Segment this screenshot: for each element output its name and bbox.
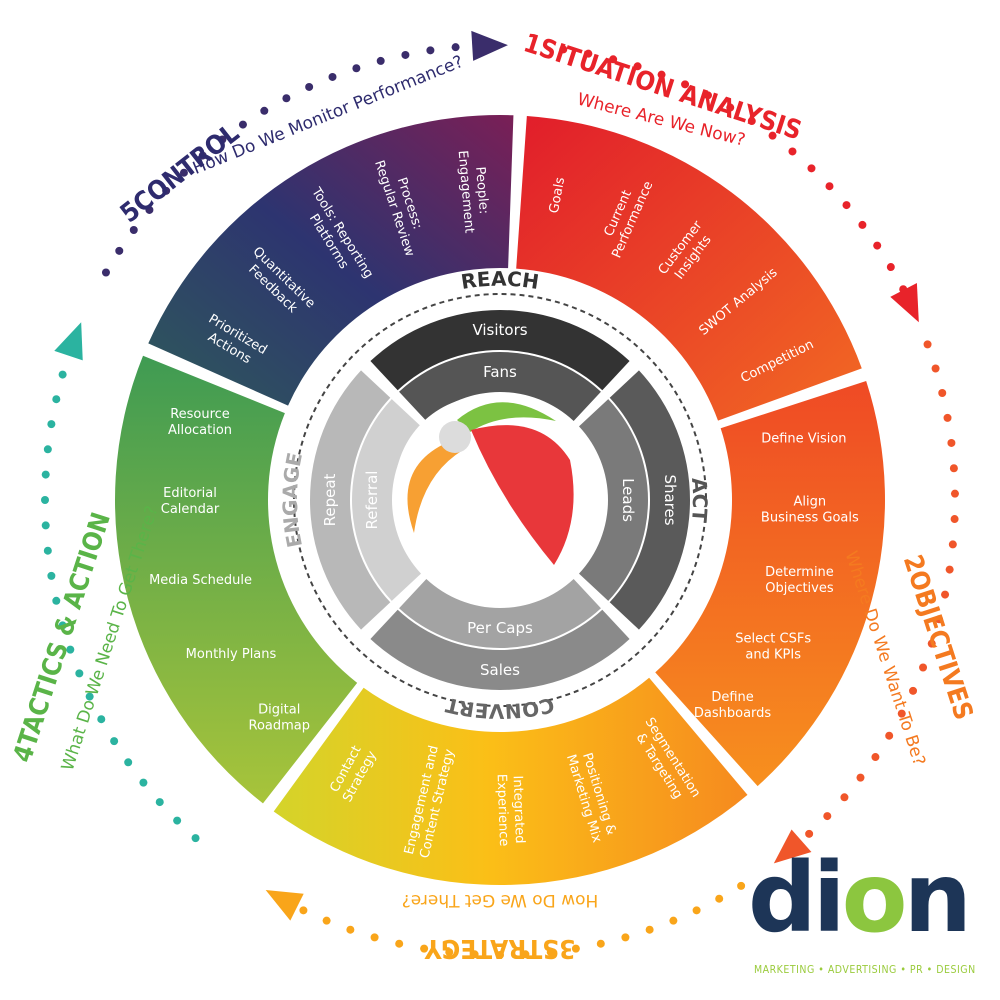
engage-inner-label: Referral — [363, 471, 381, 530]
tactics-item: Media Schedule — [149, 573, 252, 588]
beach-ball-icon — [395, 396, 579, 580]
act-inner-label: Leads — [619, 478, 637, 522]
phase-control-title: 5CONTROL — [115, 118, 245, 229]
cycle-arrow-icon — [773, 829, 812, 864]
reach-outer-label: Visitors — [472, 321, 527, 339]
funnel-act: Shares Leads — [578, 370, 691, 630]
cycle-dots — [101, 41, 485, 277]
engage-outer-label: Repeat — [321, 473, 339, 526]
segment-control: PrioritizedActionsQuantitativeFeedbackTo… — [148, 115, 514, 406]
act-outer-label: Shares — [661, 474, 679, 525]
phase-strategy-title: 3STRATEGY — [424, 933, 576, 963]
brand-name: dion — [748, 842, 972, 954]
objectives-item: Define Vision — [761, 432, 846, 447]
phase-strategy-heading: 3STRATEGY How Do We Get There? — [402, 890, 598, 963]
cycle-arrows — [41, 30, 959, 959]
strategy-item: IntegratedExperience — [494, 773, 528, 847]
funnel-dashed-ring — [293, 293, 707, 707]
svg-text:REACH: REACH — [459, 267, 540, 294]
cycle-dots — [299, 881, 746, 959]
tactics-item: Monthly Plans — [186, 647, 277, 662]
reach-inner-label: Fans — [483, 363, 517, 381]
brand-tagline: MARKETING • ADVERTISING • PR • DESIGN — [754, 964, 976, 976]
cycle-dots — [805, 340, 959, 838]
dion-logo: dion MARKETING • ADVERTISING • PR • DESI… — [748, 850, 975, 982]
control-item: People:Engagement — [455, 149, 493, 234]
act-word: ACT — [687, 477, 712, 524]
cycle-arrow-icon — [890, 282, 919, 323]
phase-strategy-question: How Do We Get There? — [402, 890, 598, 910]
cycle-arrow-icon — [471, 30, 508, 61]
convert-inner-label: Per Caps — [467, 619, 533, 637]
cycle-arrow-icon — [265, 890, 304, 921]
situation-item: Goals — [547, 176, 568, 215]
funnel-convert: Sales Per Caps — [370, 578, 630, 691]
cycle-arrow-icon — [54, 322, 83, 361]
convert-outer-label: Sales — [480, 661, 520, 679]
svg-text:ACT: ACT — [687, 477, 712, 524]
reach-word: REACH — [459, 267, 540, 294]
